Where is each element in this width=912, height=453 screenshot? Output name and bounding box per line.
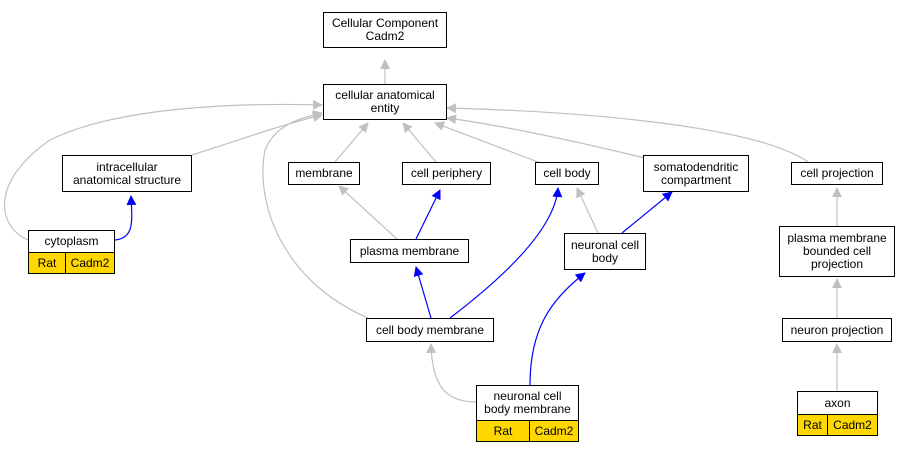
edge-plasmamem-membrane [338,185,398,240]
edge-periphery-cae [402,122,437,163]
node-ncbm-label: neuronal cell body membrane [477,386,578,421]
edge-somato-cae [446,114,646,159]
node-plasma-membrane-bounded-cell-projection[interactable]: plasma membrane bounded cell projection [779,226,895,277]
edge-neuronalbody-cellbody [576,187,599,234]
node-membrane[interactable]: membrane [288,162,360,185]
edge-membrane-cae [334,122,369,163]
node-neuronal-cell-body-membrane[interactable]: neuronal cell body membrane Rat Cadm2 [476,385,579,442]
node-intracellular-anatomical-structure[interactable]: intracellular anatomical structure [62,155,192,192]
node-cytoplasm-label: cytoplasm [29,231,114,253]
edge-cbm-cae [262,110,369,319]
node-axon[interactable]: axon Rat Cadm2 [797,391,878,436]
edge-ncbm-cbm [426,343,477,403]
edge-ias-cae [191,112,323,156]
edge-cbm-cellbody [449,187,563,319]
edge-cytoplasm-ias [114,195,137,241]
edge-neuronalbody-somato [621,191,673,234]
species-tag: Rat [798,415,827,435]
node-plasma-membrane[interactable]: plasma membrane [350,239,469,263]
node-cell-periphery[interactable]: cell periphery [402,162,491,185]
node-cellular-component-root[interactable]: Cellular Component Cadm2 [323,12,447,48]
species-tag: Rat [477,421,529,441]
edge-plasmamem-periphery [415,189,441,240]
gene-tag: Cadm2 [827,415,877,435]
species-tag: Rat [29,253,65,273]
edge-cellbody-cae [434,121,539,163]
node-axon-label: axon [798,392,877,415]
node-cytoplasm[interactable]: cytoplasm Rat Cadm2 [28,230,115,274]
gene-tag: Cadm2 [529,421,578,441]
edge-cbm-plasmamem [413,266,432,319]
gene-tag: Cadm2 [65,253,114,273]
edge-cellproj-cae [446,103,809,163]
node-cell-body[interactable]: cell body [535,162,599,185]
node-cell-projection[interactable]: cell projection [791,162,883,185]
node-neuron-projection[interactable]: neuron projection [782,318,892,342]
node-cellular-anatomical-entity[interactable]: cellular anatomical entity [323,84,447,120]
edge-cytoplasm-cae [3,99,323,241]
edge-ncbm-neuronalbody [529,272,586,386]
node-neuronal-cell-body[interactable]: neuronal cell body [564,233,646,270]
node-cell-body-membrane[interactable]: cell body membrane [366,318,494,342]
node-somatodendritic-compartment[interactable]: somatodendritic compartment [643,155,749,192]
